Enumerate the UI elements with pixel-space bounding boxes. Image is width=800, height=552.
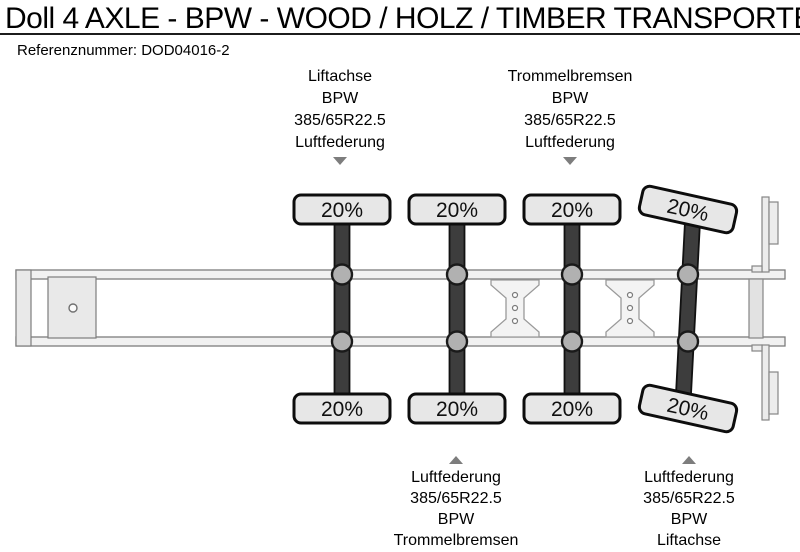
- wheel-hub: [330, 263, 354, 286]
- wheel-hub: [330, 330, 354, 353]
- bolt-hole: [626, 317, 634, 325]
- svg-text:20%: 20%: [321, 398, 363, 421]
- header-divider: [0, 33, 800, 35]
- callout-axle1: Liftachse BPW 385/65R22.5 Luftfederung: [230, 66, 450, 165]
- axle-bar: [674, 205, 702, 412]
- bolt-hole: [511, 304, 519, 312]
- kingpin: [68, 303, 78, 313]
- tire-load-badge: 20%: [292, 193, 392, 226]
- bolt-hole: [511, 291, 519, 299]
- rear-plate-top: [768, 201, 779, 245]
- svg-text:20%: 20%: [551, 199, 593, 222]
- wheel-hub: [560, 263, 584, 286]
- rear-bracket-foot: [751, 344, 763, 352]
- axle-bar: [563, 206, 581, 411]
- tire-load-badge-steered: 20%: [637, 184, 739, 235]
- callout-line: 385/65R22.5: [524, 112, 616, 129]
- rear-bracket-bottom: [761, 344, 770, 421]
- rear-bracket-foot: [751, 265, 763, 273]
- front-cap: [15, 269, 32, 347]
- tire-load-badge: 20%: [407, 193, 507, 226]
- callout-line: Liftachse: [307, 68, 373, 85]
- callout-axle4: Luftfederung 385/65R22.5 BPW Liftachse: [579, 456, 799, 551]
- tire-load-badge: 20%: [292, 392, 392, 425]
- axle-bar: [448, 206, 466, 411]
- tire-load-badge-steered: 20%: [637, 383, 739, 434]
- callout-line: Liftachse: [656, 532, 722, 549]
- callout-line: Luftfederung: [525, 134, 615, 151]
- wheel-hub: [676, 330, 700, 353]
- axle-bar: [333, 206, 351, 411]
- callout-line: Luftfederung: [295, 134, 385, 151]
- callout-line: Trommelbremsen: [507, 68, 633, 85]
- callout-line: BPW: [551, 90, 589, 107]
- callout-line: 385/65R22.5: [643, 490, 735, 507]
- pointer-up-icon: [449, 456, 463, 464]
- bolt-hole: [511, 317, 519, 325]
- callout-line: Trommelbremsen: [393, 532, 519, 549]
- callout-axle3: Trommelbremsen BPW 385/65R22.5 Luftfeder…: [460, 66, 680, 165]
- reference-number: Referenznummer: DOD04016-2: [17, 42, 230, 59]
- tire-load-badge: 20%: [522, 193, 622, 226]
- callout-line: Luftfederung: [411, 469, 501, 486]
- svg-text:20%: 20%: [436, 398, 478, 421]
- pointer-up-icon: [682, 456, 696, 464]
- callout-line: Luftfederung: [644, 469, 734, 486]
- rear-crossmember: [748, 278, 764, 339]
- wheel-hub: [445, 263, 469, 286]
- callout-line: 385/65R22.5: [294, 112, 386, 129]
- wheel-hub: [560, 330, 584, 353]
- svg-text:20%: 20%: [436, 199, 478, 222]
- wheel-hub: [676, 263, 700, 286]
- svg-text:20%: 20%: [551, 398, 593, 421]
- callout-line: BPW: [321, 90, 359, 107]
- bolt-hole: [626, 291, 634, 299]
- tire-load-badge: 20%: [407, 392, 507, 425]
- frame-rail-bottom: [15, 336, 786, 347]
- svg-text:20%: 20%: [321, 199, 363, 222]
- rear-plate-bottom: [768, 371, 779, 415]
- pointer-down-icon: [333, 157, 347, 165]
- rear-bracket-top: [761, 196, 770, 273]
- wheel-hub: [445, 330, 469, 353]
- page-title: Doll 4 AXLE - BPW - WOOD / HOLZ / TIMBER…: [5, 2, 800, 35]
- frame-rail-top: [15, 269, 786, 280]
- tire-load-badge: 20%: [522, 392, 622, 425]
- callout-line: BPW: [437, 511, 475, 528]
- callout-line: 385/65R22.5: [410, 490, 502, 507]
- pointer-down-icon: [563, 157, 577, 165]
- callout-line: BPW: [670, 511, 708, 528]
- bolt-hole: [626, 304, 634, 312]
- callout-axle2: Luftfederung 385/65R22.5 BPW Trommelbrem…: [346, 456, 566, 551]
